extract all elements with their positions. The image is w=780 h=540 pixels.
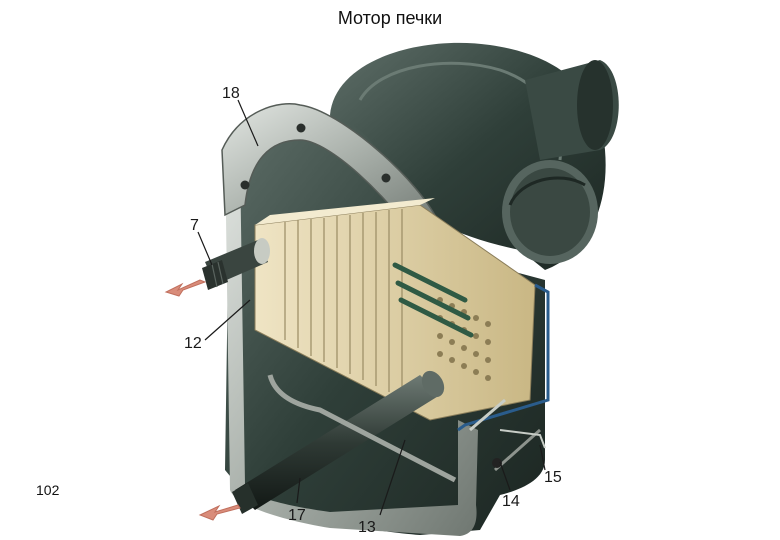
callout-17: 17 (288, 507, 306, 524)
callout-12: 12 (184, 335, 202, 352)
callout-13: 13 (358, 519, 376, 536)
radiator-core (254, 198, 536, 421)
seal-strip (457, 283, 550, 432)
callout-15: 15 (544, 469, 562, 486)
drain-tube (267, 374, 457, 483)
fan-housing (330, 42, 619, 270)
valve-assembly (469, 398, 546, 472)
diagram-title: Мотор печки (337, 8, 443, 28)
callout-14: 14 (502, 493, 520, 510)
callout-7: 7 (190, 217, 199, 234)
outlet-pipe (202, 238, 270, 290)
flow-arrows (164, 279, 241, 521)
leader-lines (197, 99, 546, 516)
page-number: 102 (36, 482, 60, 498)
callout-18: 18 (222, 85, 240, 102)
